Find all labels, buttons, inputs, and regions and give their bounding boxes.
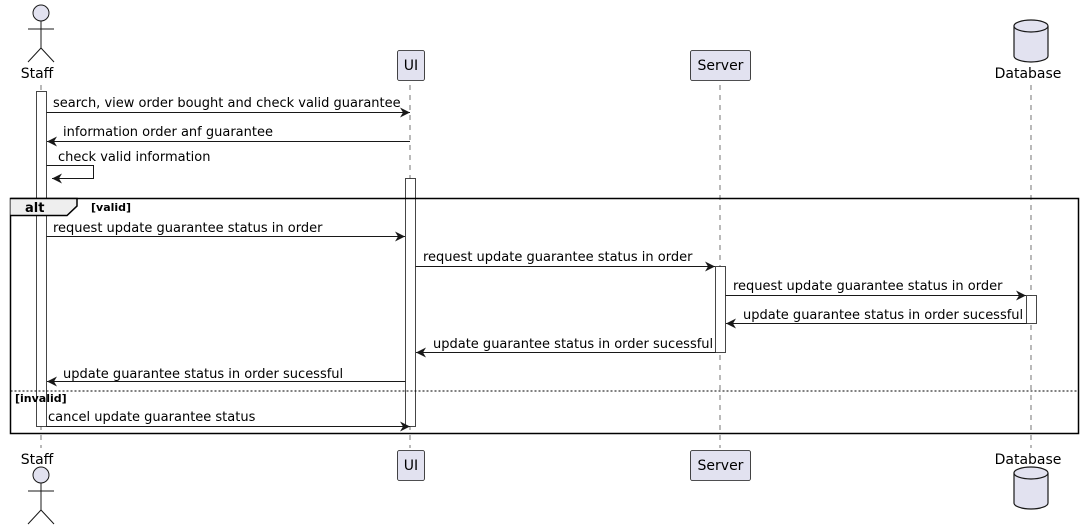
- participant-label-server-bottom: Server: [698, 458, 744, 474]
- message-labels: search, view order bought and check vali…: [48, 96, 1023, 425]
- activation-bars: [36, 91, 1037, 427]
- participant-label-ui-bottom: UI: [404, 458, 418, 474]
- activation-staff: [36, 91, 47, 427]
- messages: [46, 107, 1027, 432]
- participant-box-ui-top: [397, 50, 425, 81]
- message-label-3: check valid information: [58, 150, 211, 165]
- participant-box-server-bottom: [690, 450, 751, 481]
- participant-label-ui-top: UI: [404, 58, 418, 74]
- message-label-6: request update guarantee status in order: [733, 279, 1003, 294]
- message-label-4: request update guarantee status in order: [53, 221, 323, 236]
- message-label-8: update guarantee status in order sucessf…: [433, 337, 713, 352]
- participants-top: Staff UI Server Database: [21, 4, 1062, 82]
- message-label-9: update guarantee status in order sucessf…: [63, 367, 343, 382]
- staff-actor-icon: [27, 4, 55, 63]
- activation-ui: [405, 178, 416, 427]
- participant-label-server-top: Server: [698, 58, 744, 74]
- staff-actor-icon-bottom: [27, 466, 55, 525]
- activation-server: [715, 266, 726, 353]
- participant-label-database-top: Database: [995, 66, 1062, 82]
- message-arrow-3: [46, 165, 94, 184]
- database-icon-bottom: [1013, 466, 1049, 510]
- message-label-2: information order anf guarantee: [63, 125, 273, 140]
- database-icon: [1013, 19, 1049, 63]
- activation-database: [1026, 295, 1037, 324]
- message-label-1: search, view order bought and check vali…: [53, 96, 401, 111]
- alt-guard-valid: [valid]: [91, 201, 131, 214]
- participant-label-staff-bottom: Staff: [21, 452, 54, 468]
- participant-label-database-bottom: Database: [995, 452, 1062, 468]
- participant-box-ui-bottom: [397, 450, 425, 481]
- alt-keyword: alt: [25, 201, 44, 216]
- alt-frame: alt [valid] [invalid]: [9, 197, 1080, 435]
- alt-frame-tab: [10, 197, 78, 217]
- message-label-7: update guarantee status in order sucessf…: [743, 308, 1023, 323]
- participants-bottom: Staff UI Server Database: [21, 450, 1062, 525]
- message-label-10: cancel update guarantee status: [48, 410, 256, 425]
- participant-box-server-top: [690, 50, 751, 81]
- alt-guard-invalid: [invalid]: [15, 392, 67, 405]
- message-label-5: request update guarantee status in order: [423, 250, 693, 265]
- participant-label-staff-top: Staff: [21, 66, 54, 82]
- alt-frame-border: [9, 197, 1080, 435]
